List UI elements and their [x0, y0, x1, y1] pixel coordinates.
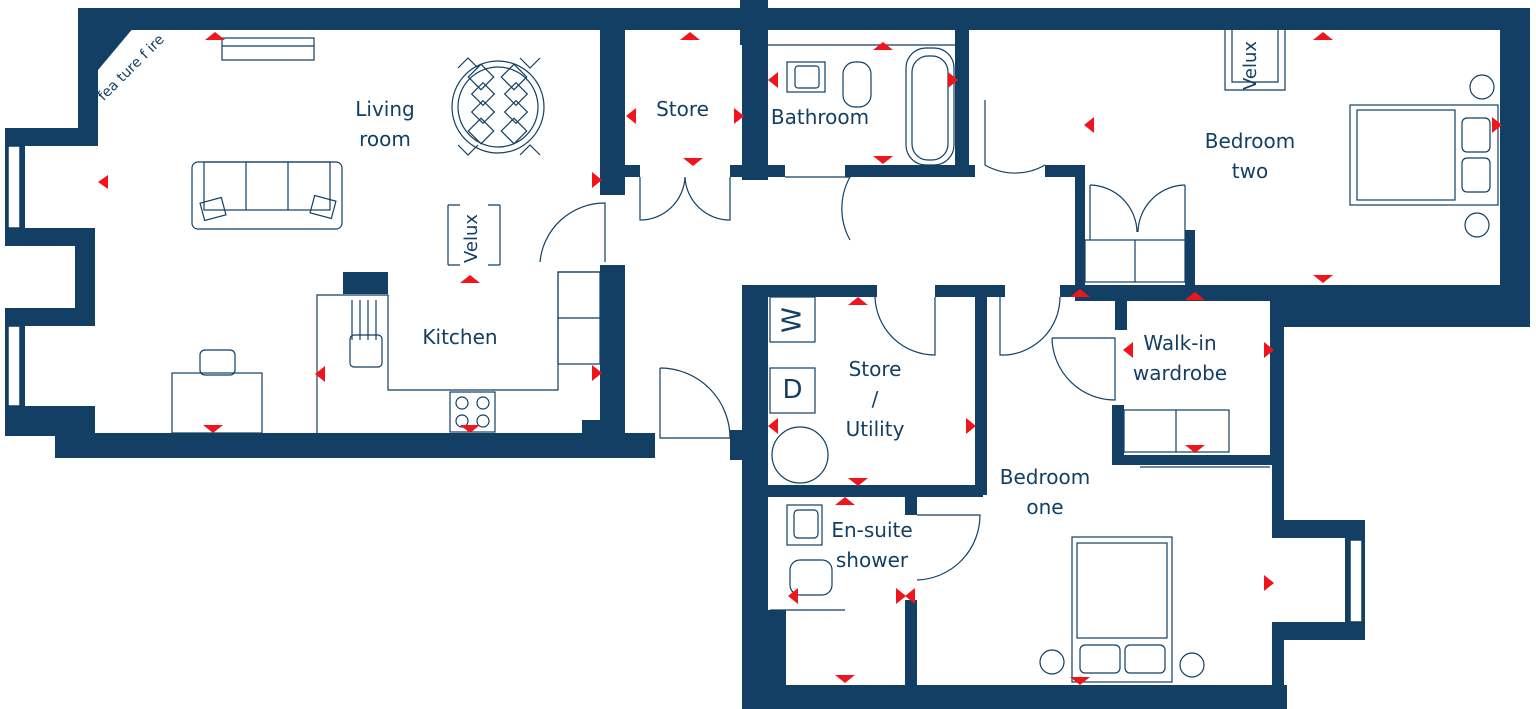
- walls: [5, 0, 1530, 709]
- en-suite-line2: shower: [835, 548, 909, 572]
- dryer-label: D: [782, 375, 803, 405]
- bathroom-label: Bathroom: [770, 105, 870, 129]
- en-suite-label: En-suite shower: [822, 515, 922, 575]
- doors: [539, 100, 1270, 581]
- velux-bedroom-label: Velux: [1240, 40, 1262, 91]
- bedroom-two-label: Bedroom two: [1195, 126, 1305, 186]
- store-utility-line2: /: [871, 387, 879, 411]
- furniture: [171, 30, 1499, 683]
- markers: [98, 32, 1502, 685]
- store-utility-label: Store / Utility: [830, 354, 920, 444]
- en-suite-line1: En-suite: [831, 518, 913, 542]
- washer-label: W: [777, 307, 808, 333]
- living-room-line2: room: [359, 127, 411, 151]
- walk-in-line2: wardrobe: [1132, 361, 1228, 385]
- living-room-label: Living room: [350, 94, 420, 154]
- store-utility-line1: Store: [848, 357, 902, 381]
- bedroom-one-line1: Bedroom: [999, 465, 1091, 489]
- walk-in-line1: Walk-in: [1143, 331, 1217, 355]
- kitchen-label: Kitchen: [422, 325, 498, 349]
- velux-living-label: Velux: [461, 213, 483, 264]
- walk-in-wardrobe-label: Walk-in wardrobe: [1125, 328, 1235, 388]
- bedroom-two-line1: Bedroom: [1204, 129, 1296, 153]
- living-room-line1: Living: [355, 97, 415, 121]
- store-utility-line3: Utility: [845, 417, 905, 441]
- bedroom-one-label: Bedroom one: [990, 462, 1100, 522]
- bedroom-two-line2: two: [1231, 159, 1269, 183]
- bedroom-one-line2: one: [1026, 495, 1064, 519]
- store-top-label: Store: [656, 97, 709, 121]
